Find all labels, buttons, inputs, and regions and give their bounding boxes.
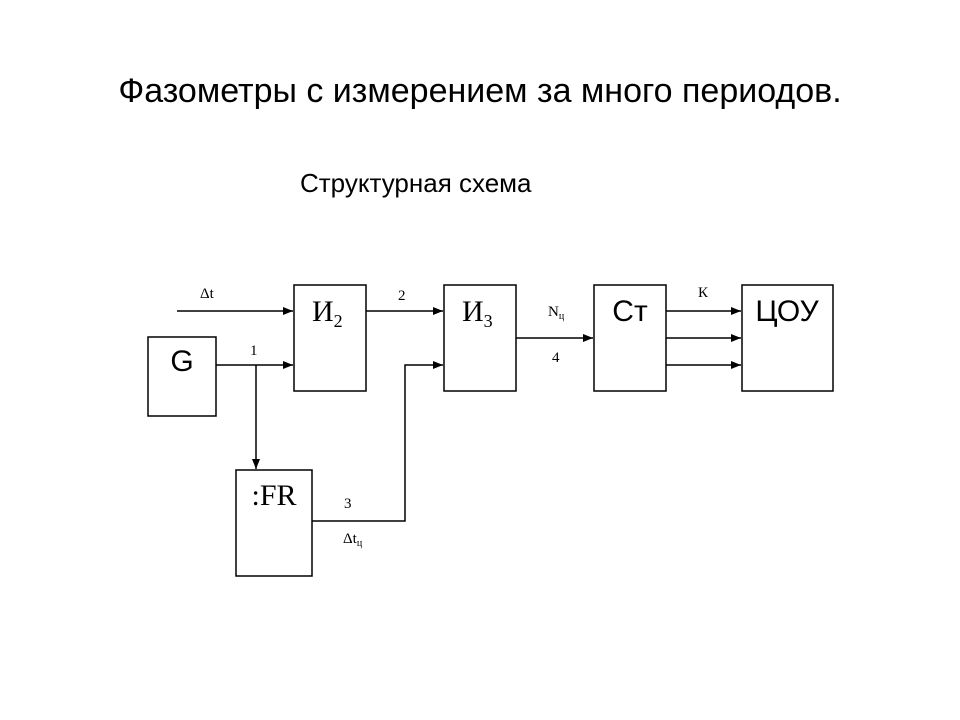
block-tsou: ЦОУ bbox=[741, 284, 834, 392]
block-st: Ст bbox=[593, 284, 667, 392]
block-i2: И2 bbox=[293, 284, 367, 392]
svg-text:Δtц: Δtц bbox=[343, 531, 363, 549]
block-tsou-label: ЦОУ bbox=[755, 295, 819, 328]
svg-text:Nц: Nц bbox=[548, 304, 565, 322]
connections bbox=[177, 307, 741, 522]
signal-k-label: К bbox=[698, 285, 709, 301]
block-i2-label: И bbox=[312, 295, 334, 328]
signal-dtc-label: Δt bbox=[343, 531, 358, 547]
signal-dtc-subscript: ц bbox=[357, 538, 363, 549]
signal-nc-subscript: ц bbox=[559, 311, 565, 322]
block-i2-subscript: 2 bbox=[334, 311, 343, 331]
slide-subtitle: Структурная схема bbox=[300, 168, 532, 198]
signal-3-label: 3 bbox=[344, 496, 352, 512]
block-i3: И3 bbox=[443, 284, 517, 392]
block-st-label: Ст bbox=[612, 295, 648, 328]
block-i3-subscript: 3 bbox=[484, 311, 493, 331]
slide-title: Фазометры с измерением за много периодов… bbox=[118, 72, 842, 110]
signal-nc-label: N bbox=[548, 304, 559, 320]
signal-dt-label: Δt bbox=[200, 286, 215, 302]
line-3-arrow bbox=[312, 361, 443, 522]
signal-4-label: 4 bbox=[552, 350, 560, 366]
signal-2-label: 2 bbox=[398, 288, 406, 304]
svg-text:И3: И3 bbox=[462, 295, 493, 331]
signal-1-label: 1 bbox=[250, 343, 258, 359]
block-g-label: G bbox=[170, 345, 193, 378]
block-fr-label: :FR bbox=[251, 479, 296, 512]
block-i3-label: И bbox=[462, 295, 484, 328]
block-fr: :FR bbox=[235, 469, 313, 577]
block-g: G bbox=[147, 336, 217, 417]
svg-text:И2: И2 bbox=[312, 295, 343, 331]
